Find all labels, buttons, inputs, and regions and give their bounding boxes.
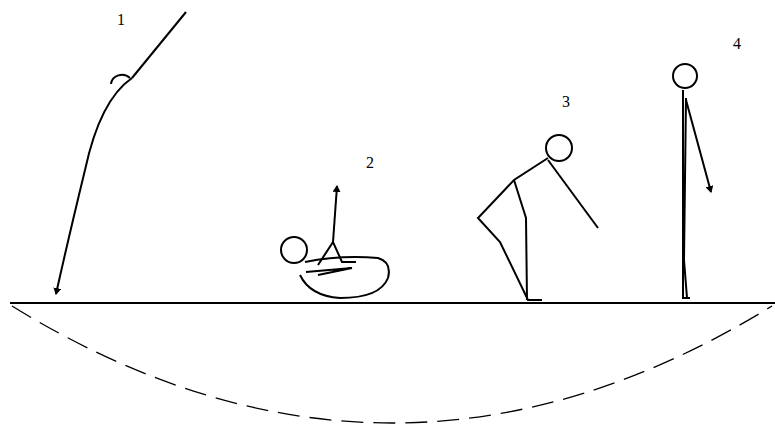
figure-two — [281, 186, 389, 298]
callout-number: 3 — [562, 94, 570, 110]
ground-line — [10, 302, 775, 304]
callout-number: 2 — [366, 155, 374, 171]
callout-number: 4 — [733, 36, 741, 52]
figure-three — [478, 135, 598, 300]
swing-arc — [12, 306, 772, 423]
figure-four — [673, 64, 711, 298]
figure-one — [56, 12, 186, 294]
callout-number: 1 — [117, 12, 125, 28]
